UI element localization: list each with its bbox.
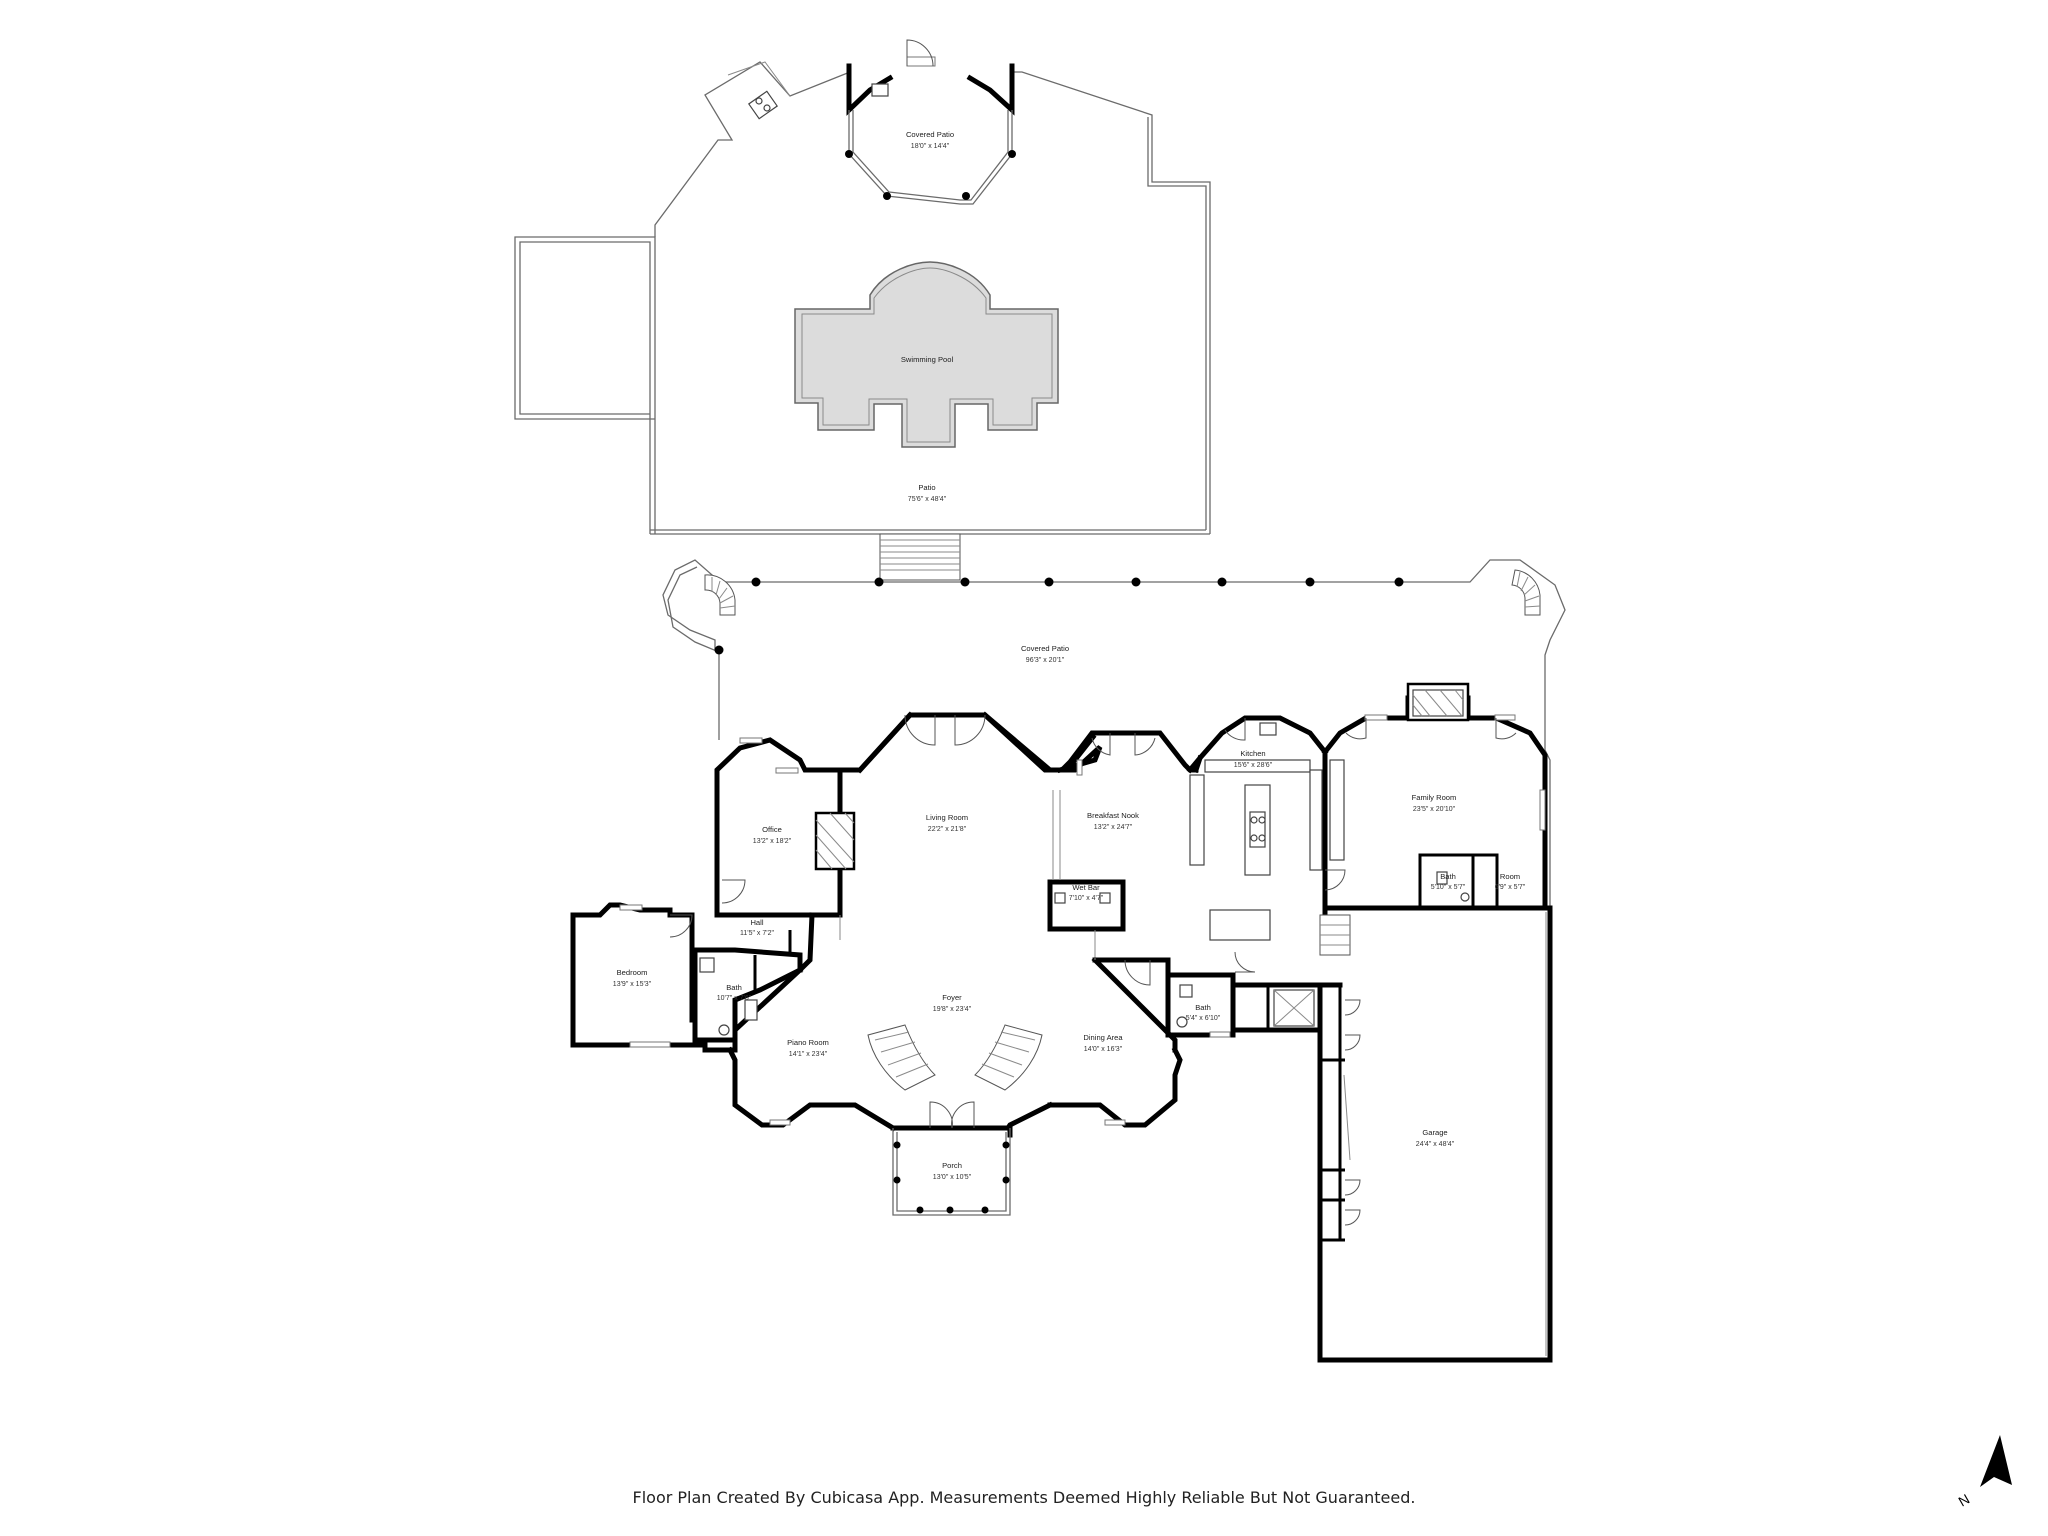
covered-patio-main: Covered Patio 96'3" x 20'1": [662, 559, 1566, 1360]
bath-mid-dims: 5'4" x 6'10": [1186, 1015, 1221, 1022]
foyer-dims: 19'8" x 23'4": [933, 1006, 972, 1013]
foyer-stairs-right: [974, 1024, 1043, 1091]
bath-right-name: Bath: [1440, 872, 1456, 881]
compass-label: N: [1956, 1491, 1973, 1510]
family-room-dims: 23'5" x 20'10": [1413, 806, 1456, 813]
porch: [892, 1101, 1011, 1216]
hall-dims: 11'5" x 7'2": [740, 930, 774, 937]
garage-dims: 24'4" x 48'4": [1416, 1141, 1455, 1148]
foyer-name: Foyer: [942, 993, 962, 1002]
living-room-name: Living Room: [926, 813, 968, 822]
spiral-stairs-right: [1511, 569, 1541, 616]
piano-room-name: Piano Room: [787, 1038, 829, 1047]
hall-name: Hall: [750, 918, 763, 927]
dining-area-dims: 14'0" x 16'3": [1084, 1046, 1123, 1053]
patio-dims: 75'6" x 48'4": [908, 496, 947, 503]
office-name: Office: [762, 825, 782, 834]
kitchen-name: Kitchen: [1240, 749, 1265, 758]
foyer-stairs-left: [867, 1024, 936, 1091]
covered-patio-dims: 96'3" x 20'1": [1026, 657, 1065, 664]
compass-arrow: [1980, 1435, 2012, 1487]
patio-stairs: [879, 533, 961, 581]
disclaimer-text: Floor Plan Created By Cubicasa App. Meas…: [632, 1488, 1416, 1507]
bedroom-dims: 13'9" x 15'3": [613, 981, 652, 988]
covered-patio-top-name: Covered Patio: [906, 130, 954, 139]
north-arrow-icon: N: [1956, 1435, 2012, 1510]
family-room-name: Family Room: [1412, 793, 1457, 802]
breakfast-nook-dims: 13'2" x 24'7": [1094, 824, 1133, 831]
bath-left-name: Bath: [726, 983, 742, 992]
breakfast-nook-name: Breakfast Nook: [1087, 811, 1139, 820]
office-dims: 13'2" x 18'2": [753, 838, 792, 845]
patio-name: Patio: [918, 483, 935, 492]
garage-name: Garage: [1422, 1128, 1447, 1137]
porch-name: Porch: [942, 1161, 962, 1170]
bath-mid-name: Bath: [1195, 1003, 1211, 1012]
bedroom-name: Bedroom: [617, 968, 648, 977]
covered-patio-top-dims: 18'0" x 14'4": [911, 143, 950, 150]
kitchen-dims: 15'6" x 28'6": [1234, 762, 1273, 769]
room-right-dims: 6'9" x 5'7": [1495, 884, 1526, 891]
wet-bar-name: Wet Bar: [1072, 883, 1100, 892]
patio-outline: [514, 61, 1211, 535]
bath-right-dims: 5'10" x 5'7": [1431, 884, 1466, 891]
windows: [619, 714, 1546, 1126]
swimming-pool-name: Swimming Pool: [901, 355, 954, 364]
room-labels: Office 13'2" x 18'2" Living Room 22'2" x…: [613, 749, 1526, 1181]
piano-room-dims: 14'1" x 23'4": [789, 1051, 828, 1058]
porch-dims: 13'0" x 10'5": [933, 1174, 972, 1181]
dining-area-name: Dining Area: [1083, 1033, 1123, 1042]
spiral-stairs-left: [704, 574, 736, 616]
grill-icon: [747, 90, 779, 120]
house-walls: [570, 682, 1553, 1363]
wet-bar-dims: 7'10" x 4'7": [1069, 895, 1104, 902]
bath-left-dims: 10'7" x 7'6": [717, 995, 752, 1002]
covered-patio-name: Covered Patio: [1021, 644, 1069, 653]
room-right-name: Room: [1500, 872, 1520, 881]
covered-patio-top: Covered Patio 18'0" x 14'4": [845, 39, 1016, 205]
swimming-pool: Swimming Pool: [794, 261, 1059, 448]
living-room-dims: 22'2" x 21'8": [928, 826, 967, 833]
doors: [669, 714, 1517, 986]
